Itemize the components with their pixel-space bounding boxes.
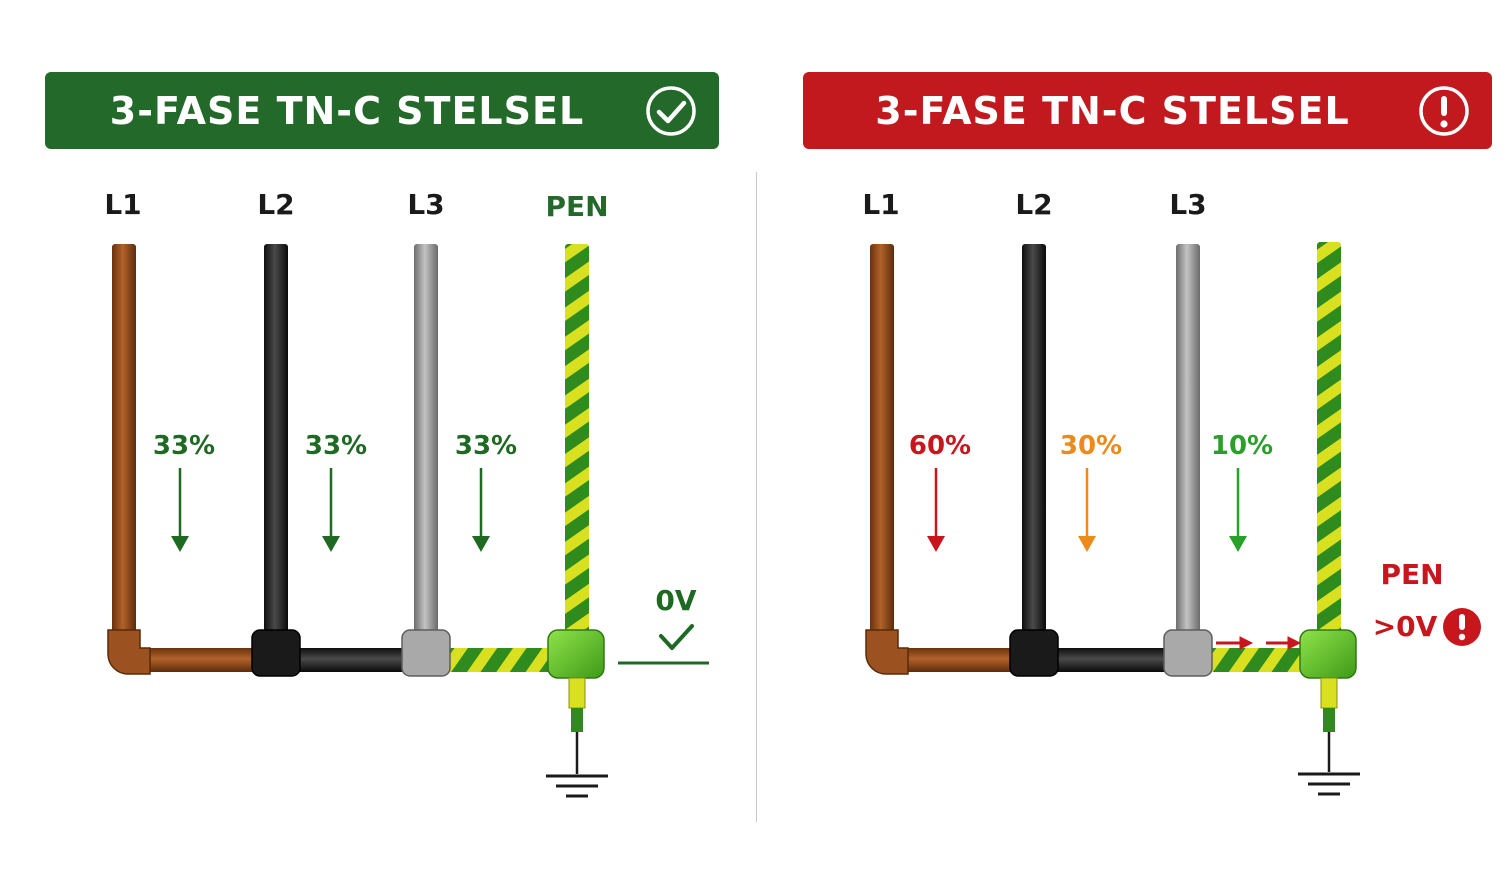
left-label-pen: PEN: [545, 190, 608, 223]
right-tee-l2: [1009, 629, 1059, 677]
left-label-l2: L2: [257, 188, 294, 221]
right-label-l1: L1: [862, 188, 899, 221]
left-elbow-l1: [107, 629, 151, 675]
right-pen-voltage: >0V: [1373, 610, 1438, 643]
right-earth-lead: [1323, 708, 1335, 732]
left-load-l1-label: 33%: [153, 431, 215, 461]
right-load-l2-arrow-icon: [1078, 536, 1096, 552]
right-label-l3: L3: [1169, 188, 1206, 221]
right-bus-brown: [894, 648, 1024, 672]
left-load-l3: 33%: [455, 431, 517, 552]
left-diagram: L1 L2 L3 PEN 33%: [104, 188, 709, 798]
left-load-l1: 33%: [153, 431, 215, 552]
right-flow-arrow-1-icon: [1239, 636, 1254, 650]
right-pen-label: PEN: [1380, 558, 1443, 591]
left-label-l3: L3: [407, 188, 444, 221]
right-flow-arrow-2-icon: [1287, 636, 1302, 650]
right-diagram: L1 L2 L3 60%: [862, 188, 1481, 796]
left-label-l1: L1: [104, 188, 141, 221]
right-ground-icon: [1298, 772, 1360, 796]
exclamation-icon: [1443, 608, 1481, 646]
right-load-l1-arrow-icon: [927, 536, 945, 552]
left-load-l2: 33%: [305, 431, 367, 552]
left-load-l1-arrow-icon: [171, 536, 189, 552]
left-tee-l2: [251, 629, 301, 677]
right-cross-pen: [1299, 629, 1357, 679]
left-load-l2-label: 33%: [305, 431, 367, 461]
right-load-l1: 60%: [909, 431, 971, 552]
right-flow-arrows: [1216, 636, 1302, 650]
left-cross-pen: [547, 629, 605, 679]
right-elbow-l1: [865, 629, 909, 675]
right-wire-l2: [1022, 244, 1046, 644]
left-load-l3-label: 33%: [455, 431, 517, 461]
left-bus-pen: [438, 648, 566, 672]
check-icon: [659, 624, 694, 650]
right-label-l2: L2: [1015, 188, 1052, 221]
left-load-l3-arrow-icon: [472, 536, 490, 552]
left-pen-voltage: 0V: [655, 584, 696, 617]
right-load-l2-label: 30%: [1060, 431, 1122, 461]
left-wire-l2: [264, 244, 288, 644]
right-wire-l3: [1176, 244, 1200, 644]
right-earth-stub: [1320, 677, 1338, 709]
right-wire-pen: [1317, 242, 1341, 644]
right-tee-l3: [1163, 629, 1213, 677]
right-banner: 3-FASE TN-C STELSEL: [803, 72, 1492, 149]
right-load-l3-label: 10%: [1211, 431, 1273, 461]
exclamation-circle-icon: [1419, 85, 1469, 136]
panel-divider: [756, 172, 757, 822]
right-title: 3-FASE TN-C STELSEL: [875, 88, 1350, 133]
left-load-l2-arrow-icon: [322, 536, 340, 552]
left-banner: 3-FASE TN-C STELSEL: [45, 72, 719, 149]
left-tee-l3: [401, 629, 451, 677]
left-earth-lead: [571, 708, 583, 732]
left-wire-l1: [112, 244, 136, 644]
left-wire-pen: [565, 244, 589, 644]
left-wire-l3: [414, 244, 438, 644]
right-bus-pen: [1200, 648, 1318, 672]
check-circle-icon: [646, 85, 696, 136]
right-load-l3-arrow-icon: [1229, 536, 1247, 552]
right-bus-black: [1046, 648, 1178, 672]
left-ground-icon: [546, 774, 608, 798]
right-wire-l1: [870, 244, 894, 644]
left-earth-stub: [568, 677, 586, 709]
right-load-l3: 10%: [1211, 431, 1273, 552]
left-title: 3-FASE TN-C STELSEL: [109, 88, 585, 133]
right-load-l1-label: 60%: [909, 431, 971, 461]
right-load-l2: 30%: [1060, 431, 1122, 552]
left-bus-brown: [136, 648, 266, 672]
left-bus-black: [288, 648, 416, 672]
